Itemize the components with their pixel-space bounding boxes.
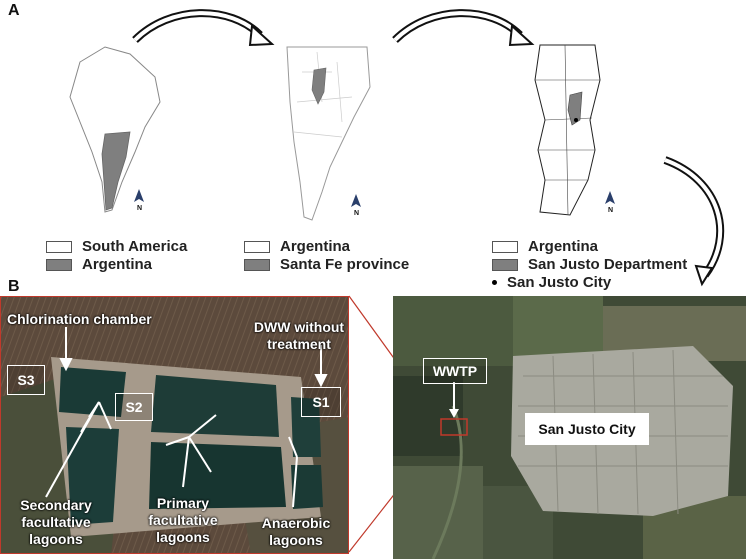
anaerobic-lagoon-1 bbox=[291, 397, 321, 457]
legend-label: South America bbox=[82, 238, 188, 255]
dww-label-line: treatment bbox=[267, 336, 331, 352]
legend-label: San Justo City bbox=[507, 274, 612, 291]
secondary-label-line: Secondary bbox=[20, 497, 92, 513]
primary-lagoon-2 bbox=[149, 442, 286, 509]
arrow-head-1 bbox=[248, 23, 275, 47]
arrow-head-3 bbox=[694, 264, 714, 287]
santa-fe-highlight bbox=[311, 67, 327, 105]
north-arrow-icon bbox=[134, 189, 144, 202]
sample-s3: S3 bbox=[7, 365, 45, 395]
secondary-lagoon-2 bbox=[66, 427, 119, 525]
legend-label: Argentina bbox=[280, 238, 351, 255]
secondary-label-line: lagoons bbox=[29, 531, 83, 547]
north-label-2: N bbox=[354, 210, 360, 217]
san-justo-highlight bbox=[567, 91, 583, 126]
anaerobic-lagoons-label: Anaerobic lagoons bbox=[253, 515, 339, 549]
chlorination-chamber-label: Chlorination chamber bbox=[7, 311, 152, 327]
argentina-highlight bbox=[101, 131, 131, 211]
anaerobic-label-line: lagoons bbox=[269, 532, 323, 548]
legend-label: Argentina bbox=[82, 256, 153, 273]
dww-label-line: DWW without bbox=[253, 319, 345, 335]
legend-item: San Justo City bbox=[482, 274, 611, 291]
legend-swatch bbox=[46, 258, 72, 271]
san-justo-city-dot bbox=[574, 118, 578, 122]
wwtp-label: WWTP bbox=[423, 358, 487, 384]
legend-label: San Justo Department bbox=[528, 256, 688, 273]
city-aerial-photo: WWTP San Justo City bbox=[393, 296, 746, 559]
secondary-lagoons-label: Secondary facultative lagoons bbox=[1, 497, 111, 548]
secondary-label-line: facultative bbox=[21, 514, 91, 530]
argentina-map bbox=[286, 46, 371, 221]
legend-label: Argentina bbox=[528, 238, 599, 255]
anaerobic-lagoon-2 bbox=[291, 465, 323, 509]
lagoons-aerial-photo: Chlorination chamber DWW without treatme… bbox=[0, 296, 349, 554]
primary-lagoons-label: Primary facultative lagoons bbox=[133, 495, 233, 546]
primary-label-line: facultative bbox=[148, 512, 218, 528]
city-label: San Justo City bbox=[525, 413, 649, 445]
panel-label-b: B bbox=[8, 278, 20, 295]
primary-label-line: lagoons bbox=[156, 529, 210, 545]
dww-label: DWW without treatment bbox=[249, 319, 348, 353]
secondary-lagoon-1 bbox=[59, 367, 126, 417]
legend-swatch bbox=[244, 258, 270, 271]
anaerobic-label-line: Anaerobic bbox=[261, 515, 331, 531]
legend-item: Argentina bbox=[244, 238, 350, 255]
legend-label: Santa Fe province bbox=[280, 256, 410, 273]
primary-label-line: Primary bbox=[156, 495, 210, 511]
lagoons-aerial-image bbox=[1, 297, 348, 553]
north-label-3: N bbox=[608, 207, 614, 214]
south-america-map bbox=[69, 46, 161, 213]
north-arrow-icon-3 bbox=[605, 191, 615, 204]
legend-swatch bbox=[46, 240, 72, 253]
legend-swatch bbox=[492, 258, 518, 271]
north-arrow-icon-2 bbox=[351, 194, 361, 207]
santa-fe-map bbox=[534, 44, 601, 216]
arrow-head-2 bbox=[508, 23, 535, 47]
legend-item: South America bbox=[46, 238, 187, 255]
legend-swatch bbox=[244, 240, 270, 253]
sample-s1: S1 bbox=[301, 387, 341, 417]
sample-s2: S2 bbox=[115, 393, 153, 421]
panel-label-a: A bbox=[8, 2, 20, 19]
wwtp-inset-box bbox=[440, 418, 468, 436]
legend-dot bbox=[492, 280, 497, 285]
primary-lagoon-1 bbox=[151, 375, 279, 437]
legend-item: Santa Fe province bbox=[244, 256, 409, 273]
north-label: N bbox=[137, 205, 143, 212]
legend-item: San Justo Department bbox=[492, 256, 687, 273]
legend-item: Argentina bbox=[46, 256, 152, 273]
legend-item: Argentina bbox=[492, 238, 598, 255]
arrows-layer bbox=[132, 9, 725, 287]
legend-swatch bbox=[492, 240, 518, 253]
